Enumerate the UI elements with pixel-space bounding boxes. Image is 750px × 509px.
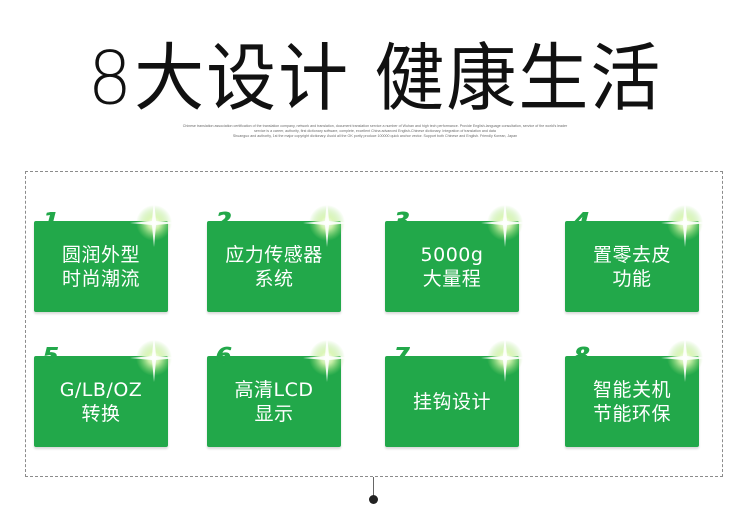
- fine-print-line: Chinese translation association certific…: [182, 124, 568, 128]
- feature-card-1: 1 圆润外型时尚潮流: [34, 199, 178, 312]
- connector-line: [373, 477, 374, 496]
- fine-print-line: service is a career, authority, first di…: [254, 129, 496, 133]
- feature-label: 挂钩设计: [412, 390, 491, 413]
- feature-card-4: 4 置零去皮功能: [565, 199, 709, 312]
- headline: 8大设计 健康生活: [87, 35, 663, 122]
- feature-label: 应力传感器系统: [225, 243, 323, 290]
- feature-card-8: 8 智能关机节能环保: [565, 334, 709, 447]
- feature-card-2: 2 应力传感器系统: [207, 199, 351, 312]
- feature-label: 圆润外型时尚潮流: [61, 243, 140, 290]
- feature-label: 智能关机节能环保: [592, 378, 671, 425]
- fine-print-line: Shuanguo and authority, 1st the major co…: [232, 134, 518, 138]
- feature-card-7: 7 挂钩设计: [385, 334, 529, 447]
- connector-dot: [369, 495, 378, 504]
- features-frame: [25, 171, 723, 477]
- feature-label: 置零去皮功能: [592, 243, 671, 290]
